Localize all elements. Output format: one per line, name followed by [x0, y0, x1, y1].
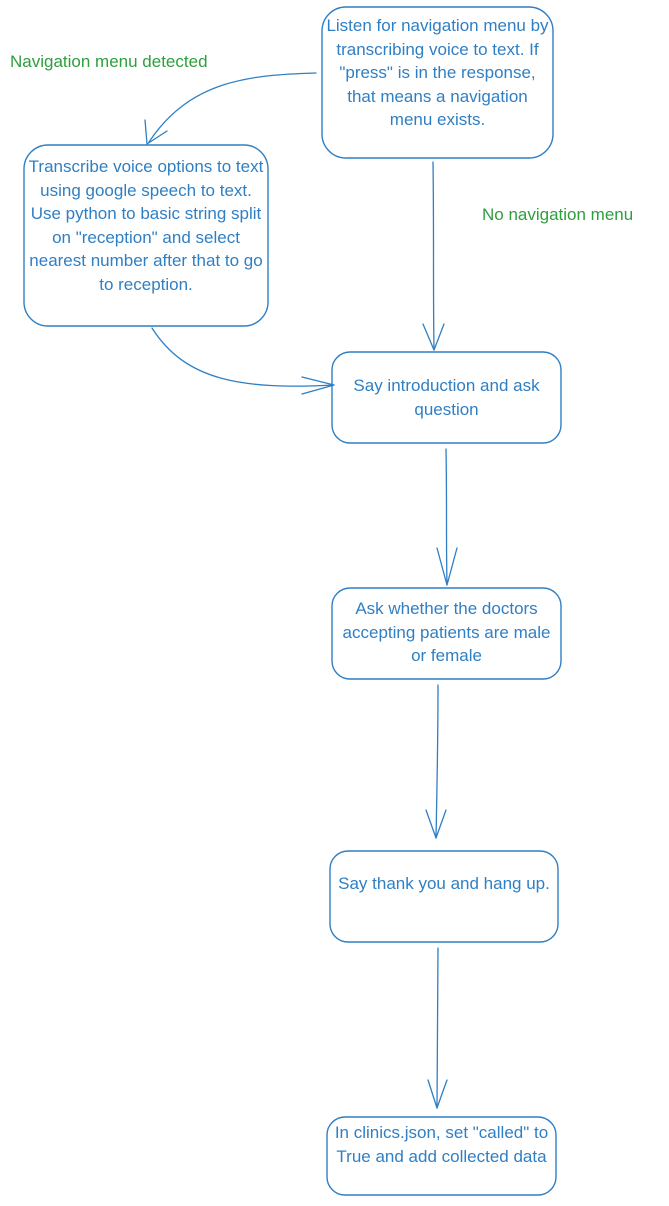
- node-ask-gender-text: Ask whether the doctors accepting patien…: [342, 599, 551, 665]
- edge-thank-you-to-save: [427, 947, 448, 1109]
- edge-no-menu: [422, 161, 445, 351]
- node-introduction-text: Say introduction and ask question: [353, 376, 540, 419]
- node-transcribe-box[interactable]: [23, 144, 269, 327]
- edge-transcribe-to-introduction: [151, 327, 335, 395]
- edge-label-menu-detected: Navigation menu detected: [10, 52, 208, 71]
- edge-menu-detected: [144, 72, 317, 145]
- node-listen-box[interactable]: [321, 6, 554, 159]
- node-ask-gender-box[interactable]: [331, 587, 562, 680]
- edge-label-no-menu: No navigation menu: [482, 205, 634, 224]
- node-thank-you-box[interactable]: [329, 850, 559, 943]
- node-transcribe-text: Transcribe voice options to text using g…: [28, 157, 264, 294]
- node-save-box[interactable]: [326, 1116, 557, 1196]
- node-save-text: In clinics.json, set "called" to True an…: [334, 1123, 549, 1166]
- node-listen-text: Listen for navigation menu by transcribi…: [326, 16, 549, 129]
- node-thank-you-text: Say thank you and hang up.: [338, 874, 550, 893]
- node-introduction-box[interactable]: [331, 351, 562, 444]
- edge-introduction-to-ask-gender: [436, 448, 458, 586]
- edge-ask-gender-to-thank-you: [425, 684, 447, 839]
